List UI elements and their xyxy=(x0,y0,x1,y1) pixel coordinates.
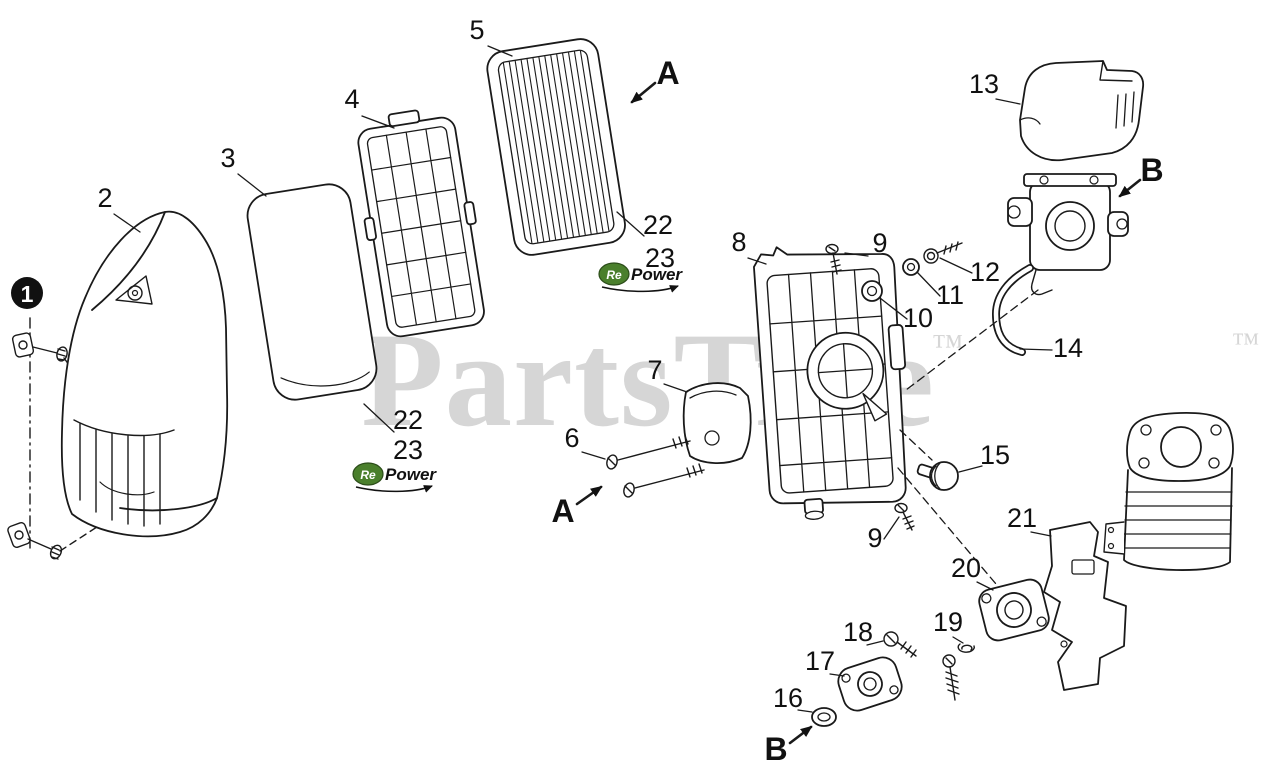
callout-15: 15 xyxy=(980,440,1010,470)
callout-11: 11 xyxy=(936,280,964,310)
callout-9-bottom: 9 xyxy=(867,523,882,553)
part-13-carburetor-cover xyxy=(1019,60,1145,162)
part-15-primer-knob xyxy=(916,461,959,491)
part-1-fasteners xyxy=(7,317,123,560)
callout-4: 4 xyxy=(344,84,359,114)
view-b-top-arrow xyxy=(1118,178,1142,198)
repower-badge-right: Re Power xyxy=(598,262,683,293)
callout-7: 7 xyxy=(647,355,662,385)
callout-labels: 1 2 3 4 5 6 7 8 9 10 11 12 13 14 15 9 16… xyxy=(11,15,1164,767)
part-9-screw-bottom xyxy=(894,502,915,531)
callout-6: 6 xyxy=(564,423,579,453)
watermark-trademark-right: ™ xyxy=(1232,328,1259,359)
repower-power-text: Power xyxy=(631,265,683,284)
callout-10: 10 xyxy=(903,303,933,333)
callout-17: 17 xyxy=(805,646,835,676)
part-18-screw xyxy=(883,631,917,658)
view-a-top-arrow xyxy=(630,81,657,104)
part-4-filter-screen xyxy=(357,109,485,338)
part-3-filter-pad xyxy=(246,183,378,401)
callout-18: 18 xyxy=(843,617,873,647)
callout-22-left: 22 xyxy=(393,405,423,435)
repower-re-text: Re xyxy=(360,468,376,482)
view-label-b-bottom: B xyxy=(764,731,787,767)
callout-20: 20 xyxy=(951,553,981,583)
part-2-air-cleaner-cover xyxy=(60,210,229,538)
part-19-clip xyxy=(957,643,975,653)
callout-12: 12 xyxy=(970,257,1000,287)
part-11-washer xyxy=(902,258,920,276)
callout-14: 14 xyxy=(1053,333,1083,363)
part-8-filter-housing xyxy=(753,246,907,520)
part-12-screw xyxy=(923,241,963,264)
carburetor xyxy=(1007,173,1129,296)
part-21-gasket xyxy=(1043,521,1127,691)
view-arrows xyxy=(575,81,1142,745)
repower-power-text: Power xyxy=(385,465,437,484)
callout-1-badge: 1 xyxy=(11,277,43,309)
part-10-grommet xyxy=(861,280,883,302)
callout-1: 1 xyxy=(21,281,34,307)
part-9-screw-top xyxy=(825,243,842,275)
callout-19: 19 xyxy=(933,607,963,637)
view-a-mid-arrow xyxy=(575,485,603,506)
part-5-air-filter-element xyxy=(486,38,626,256)
callout-2: 2 xyxy=(97,183,112,213)
screw-with-spring xyxy=(942,654,960,701)
callout-8: 8 xyxy=(731,227,746,257)
leader-lines xyxy=(113,45,1053,713)
callout-22-right: 22 xyxy=(643,210,673,240)
view-label-b-top: B xyxy=(1140,152,1163,188)
repower-re-text: Re xyxy=(606,268,622,282)
part-20-intake-manifold xyxy=(978,578,1050,642)
callout-13: 13 xyxy=(969,69,999,99)
view-b-bottom-arrow xyxy=(788,725,813,745)
watermark-trademark: ™ xyxy=(932,327,963,363)
callout-23-right: 23 xyxy=(645,243,675,273)
view-label-a-top: A xyxy=(656,55,679,91)
part-6-screws xyxy=(606,435,705,498)
part-17-spacer xyxy=(837,656,903,712)
part-16-grommet xyxy=(811,707,837,727)
callout-21: 21 xyxy=(1007,503,1037,533)
part-7-choke-plate xyxy=(682,382,752,464)
callout-5: 5 xyxy=(469,15,484,45)
part-14-fuel-line xyxy=(992,264,1034,356)
callout-23-left: 23 xyxy=(393,435,423,465)
repower-badge-left: Re Power xyxy=(352,462,437,493)
assembly-dashed-lines xyxy=(897,289,1039,585)
view-label-a-mid: A xyxy=(551,493,574,529)
cylinder xyxy=(1103,412,1234,571)
callout-9-top: 9 xyxy=(872,228,887,258)
callout-3: 3 xyxy=(220,143,235,173)
callout-16: 16 xyxy=(773,683,803,713)
